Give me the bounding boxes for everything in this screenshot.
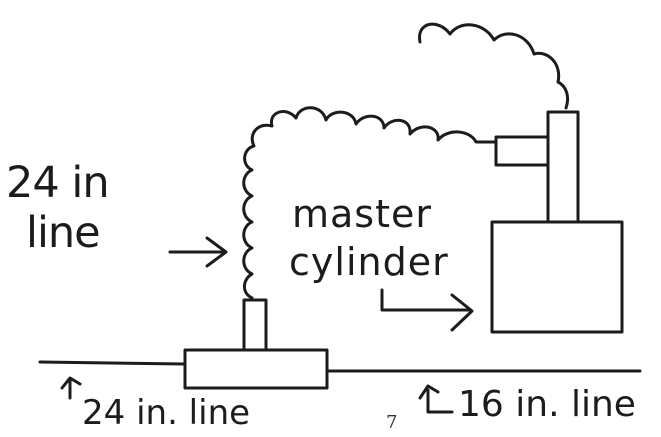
arrow-left-head: [205, 236, 228, 268]
arrow-center-head: [450, 293, 474, 332]
cylinder-neck: [546, 110, 580, 224]
arrow-up-left: [60, 376, 82, 400]
label-master: master: [292, 192, 433, 236]
page-number: 7: [386, 412, 398, 433]
arrow-center-shaft: [380, 288, 472, 312]
t-junction-body: [183, 348, 329, 390]
t-junction-stem: [242, 298, 268, 352]
cylinder-inlet: [494, 135, 550, 167]
label-16in-line: 16 in. line: [458, 384, 636, 425]
cylinder-body: [490, 220, 624, 334]
base-line-left: [38, 360, 187, 366]
label-line: line: [26, 208, 101, 258]
label-cylinder: cylinder: [289, 240, 449, 284]
top-cloud: [418, 22, 570, 110]
label-24in: 24 in: [6, 158, 110, 208]
arrow-up-right: [418, 384, 454, 414]
label-24in-line: 24 in. line: [82, 393, 251, 433]
steam-cloud-line: [242, 106, 498, 300]
